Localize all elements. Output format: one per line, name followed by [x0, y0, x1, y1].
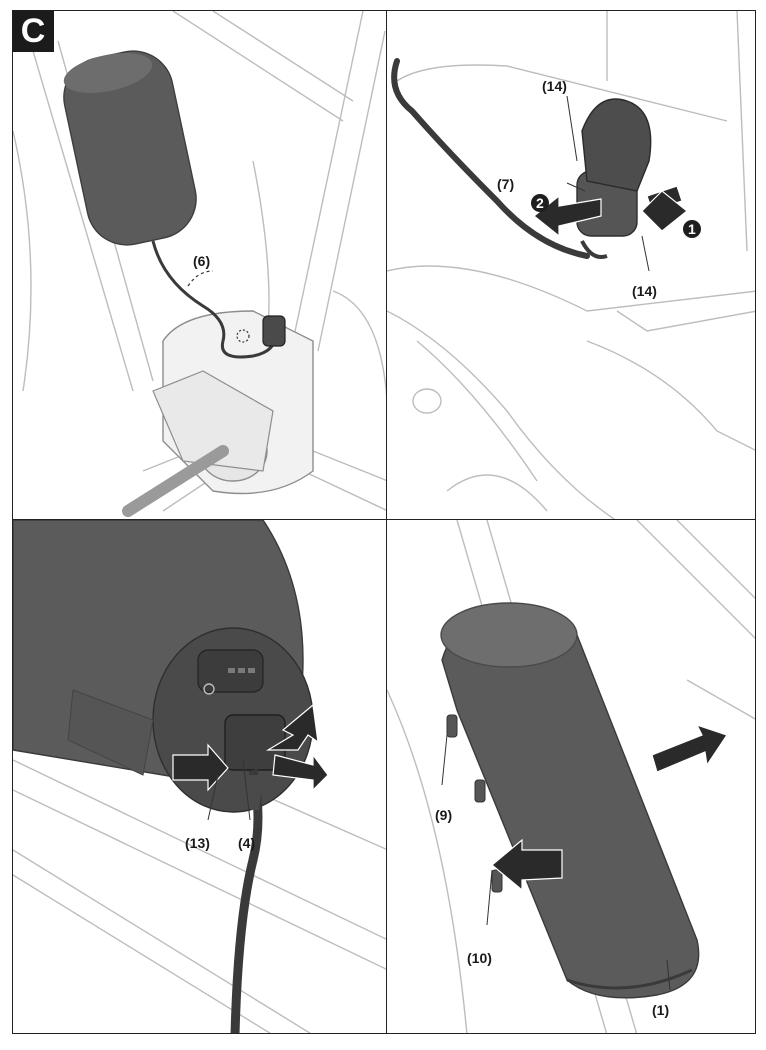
plug-connector — [224, 714, 286, 1033]
panel-mount-overview: (6) — [12, 10, 387, 520]
panel-connector-release: 2 1 (14) (7) (14) — [386, 10, 756, 520]
leader-line — [441, 734, 448, 786]
leader-line — [641, 235, 650, 272]
plug-connector — [576, 98, 652, 259]
panel-battery-removal: (9) (10) (1) — [386, 519, 756, 1034]
callout-battery: (1) — [652, 1002, 669, 1018]
remote-battery — [63, 50, 197, 246]
leader-line — [666, 959, 671, 991]
release-arrows — [533, 185, 688, 238]
insertion-arrows — [172, 703, 329, 792]
power-icon — [203, 683, 215, 695]
callout-latch-top: (9) — [435, 807, 452, 823]
callout-socket: (13) — [185, 835, 210, 851]
cable — [391, 58, 590, 259]
figure-label: C — [12, 10, 54, 52]
battery-plug-drawing: (13) (4) — [13, 520, 386, 1033]
cable-connector — [236, 315, 286, 347]
callout-cover-top: (14) — [542, 78, 567, 94]
leader-line — [486, 869, 493, 926]
connector-release-drawing: 2 1 (14) (7) (14) — [387, 11, 755, 519]
panel-battery-plug: (13) (4) — [12, 519, 387, 1034]
drive-unit — [122, 310, 314, 517]
power-cable — [151, 240, 277, 359]
step-1-number: 1 — [688, 221, 696, 237]
battery-pack — [440, 602, 700, 999]
leader-line — [242, 759, 251, 821]
mount-overview-drawing: (6) — [13, 11, 386, 517]
callout-cable: (6) — [193, 253, 210, 269]
step-2-number: 2 — [536, 195, 544, 211]
charge-indicator — [228, 668, 255, 673]
leader-line — [566, 95, 578, 162]
callout-latch-bottom: (10) — [467, 950, 492, 966]
housing-outline — [387, 11, 755, 519]
callout-cover-bottom: (14) — [632, 283, 657, 299]
step-badge-2 — [531, 194, 549, 212]
battery-removal-drawing: (9) (10) (1) — [387, 520, 755, 1033]
leader-line — [566, 182, 586, 192]
leader-line — [207, 774, 219, 821]
callout-plug: (4) — [238, 835, 255, 851]
step-badge-1 — [683, 220, 701, 238]
callout-plug: (7) — [497, 176, 514, 192]
removal-arrows — [491, 723, 728, 892]
